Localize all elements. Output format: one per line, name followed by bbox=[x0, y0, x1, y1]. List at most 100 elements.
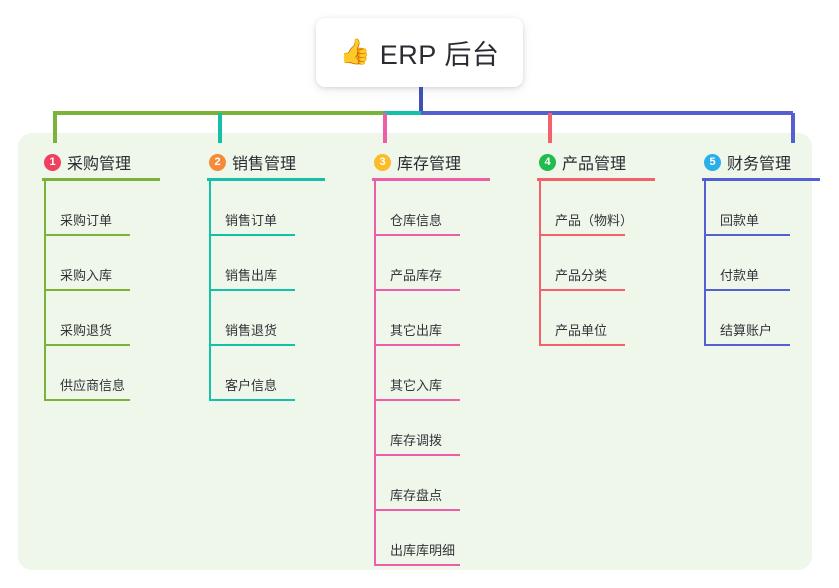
branch-item-underline bbox=[374, 344, 460, 346]
connector-bar-segment-3 bbox=[421, 111, 793, 115]
branch-item-label: 采购退货 bbox=[60, 323, 113, 338]
branch-items: 产品（物料） 产品分类产品单位 bbox=[525, 181, 690, 346]
branch-item-underline bbox=[374, 289, 460, 291]
branch-number-badge: 2 bbox=[209, 153, 226, 171]
branch-item-underline bbox=[374, 509, 460, 511]
branch-title: 库存管理 bbox=[397, 156, 462, 173]
branch-item[interactable]: 产品库存 bbox=[360, 236, 525, 291]
branch-item-label: 产品库存 bbox=[390, 268, 443, 283]
branch-item[interactable]: 其它出库 bbox=[360, 291, 525, 346]
branch-items: 销售订单销售出库销售退货客户信息 bbox=[195, 181, 360, 401]
branch-trunk-line bbox=[539, 181, 541, 346]
branch-header-4[interactable]: 4 产品管理 bbox=[525, 143, 690, 181]
branch-item-underline bbox=[44, 344, 130, 346]
branch-header-1[interactable]: 1 采购管理 bbox=[30, 143, 195, 181]
branch-title: 采购管理 bbox=[67, 156, 132, 173]
branch-item-underline bbox=[209, 234, 295, 236]
branch-items: 采购订单采购入库采购退货供应商信息 bbox=[30, 181, 195, 401]
branch-item-label: 回款单 bbox=[720, 213, 760, 228]
connector-drop-3 bbox=[383, 113, 387, 143]
branch-item[interactable]: 结算账户 bbox=[690, 291, 839, 346]
branch-item-label: 产品分类 bbox=[555, 268, 608, 283]
branch-item-label: 销售退货 bbox=[225, 323, 278, 338]
branch-item[interactable]: 产品分类 bbox=[525, 236, 690, 291]
branch-column-2: 2 销售管理销售订单销售出库销售退货客户信息 bbox=[195, 143, 360, 401]
branch-item[interactable]: 采购入库 bbox=[30, 236, 195, 291]
branch-number-badge: 5 bbox=[704, 153, 721, 171]
branch-header-underline bbox=[537, 178, 655, 181]
branch-item-label: 库存盘点 bbox=[390, 488, 443, 503]
thumbs-up-icon: 👍 bbox=[339, 38, 371, 66]
branch-trunk-line bbox=[374, 181, 376, 566]
branch-header-2[interactable]: 2 销售管理 bbox=[195, 143, 360, 181]
branch-header-underline bbox=[42, 178, 160, 181]
branch-item-label: 客户信息 bbox=[225, 378, 278, 393]
branch-item-label: 销售出库 bbox=[225, 268, 278, 283]
connector-drop-2 bbox=[218, 113, 222, 143]
branch-item-underline bbox=[704, 289, 790, 291]
branch-header-underline bbox=[702, 178, 820, 181]
branch-item[interactable]: 产品（物料） bbox=[525, 181, 690, 236]
branch-item[interactable]: 销售退货 bbox=[195, 291, 360, 346]
branch-item-label: 出库库明细 bbox=[390, 543, 456, 558]
branch-item-label: 产品单位 bbox=[555, 323, 608, 338]
connector-drop-5 bbox=[791, 113, 795, 143]
branch-item[interactable]: 库存盘点 bbox=[360, 456, 525, 511]
branch-item-label: 库存调拨 bbox=[390, 433, 443, 448]
branch-item[interactable]: 采购订单 bbox=[30, 181, 195, 236]
branch-item[interactable]: 产品单位 bbox=[525, 291, 690, 346]
branch-item[interactable]: 销售出库 bbox=[195, 236, 360, 291]
branch-item-label: 销售订单 bbox=[225, 213, 278, 228]
branch-number-badge: 1 bbox=[44, 153, 61, 171]
branch-item[interactable]: 仓库信息 bbox=[360, 181, 525, 236]
branch-item-label: 仓库信息 bbox=[390, 213, 443, 228]
branch-item-underline bbox=[374, 399, 460, 401]
branch-item[interactable]: 回款单 bbox=[690, 181, 839, 236]
mindmap-panel bbox=[18, 133, 812, 570]
branch-trunk-line bbox=[44, 181, 46, 401]
branch-trunk-line bbox=[704, 181, 706, 346]
branch-item-underline bbox=[209, 289, 295, 291]
branch-item-label: 结算账户 bbox=[720, 323, 773, 338]
branch-item-label: 付款单 bbox=[720, 268, 760, 283]
branch-column-1: 1 采购管理采购订单采购入库采购退货供应商信息 bbox=[30, 143, 195, 401]
root-title: ERP 后台 bbox=[379, 40, 500, 70]
branch-column-4: 4 产品管理产品（物料） 产品分类产品单位 bbox=[525, 143, 690, 346]
branch-title: 销售管理 bbox=[232, 156, 297, 173]
branch-trunk-line bbox=[209, 181, 211, 401]
branch-item-label: 其它入库 bbox=[390, 378, 443, 393]
branch-item-underline bbox=[539, 234, 625, 236]
branch-item[interactable]: 出库库明细 bbox=[360, 511, 525, 566]
branch-title: 产品管理 bbox=[562, 156, 627, 173]
root-node[interactable]: 👍 ERP 后台 bbox=[316, 18, 523, 87]
branch-item-underline bbox=[704, 344, 790, 346]
branch-item-underline bbox=[44, 399, 130, 401]
branch-item[interactable]: 其它入库 bbox=[360, 346, 525, 401]
branch-item-underline bbox=[44, 234, 130, 236]
branch-item[interactable]: 库存调拨 bbox=[360, 401, 525, 456]
branch-item-underline bbox=[704, 234, 790, 236]
branch-item-label: 采购入库 bbox=[60, 268, 113, 283]
branch-item-underline bbox=[374, 454, 460, 456]
branch-item[interactable]: 供应商信息 bbox=[30, 346, 195, 401]
branch-header-underline bbox=[207, 178, 325, 181]
branch-items: 仓库信息产品库存其它出库其它入库库存调拨库存盘点出库库明细 bbox=[360, 181, 525, 566]
branch-item-underline bbox=[539, 289, 625, 291]
branch-item[interactable]: 销售订单 bbox=[195, 181, 360, 236]
branch-item-underline bbox=[209, 399, 295, 401]
branch-item-underline bbox=[44, 289, 130, 291]
branch-item[interactable]: 付款单 bbox=[690, 236, 839, 291]
branch-number-badge: 4 bbox=[539, 153, 556, 171]
branch-item-underline bbox=[209, 344, 295, 346]
branch-item-underline bbox=[374, 234, 460, 236]
branch-header-underline bbox=[372, 178, 490, 181]
branch-item[interactable]: 客户信息 bbox=[195, 346, 360, 401]
branch-item[interactable]: 采购退货 bbox=[30, 291, 195, 346]
connector-drop-4 bbox=[548, 113, 552, 143]
branch-item-label: 产品（物料） bbox=[555, 213, 634, 228]
branch-item-underline bbox=[374, 564, 460, 566]
